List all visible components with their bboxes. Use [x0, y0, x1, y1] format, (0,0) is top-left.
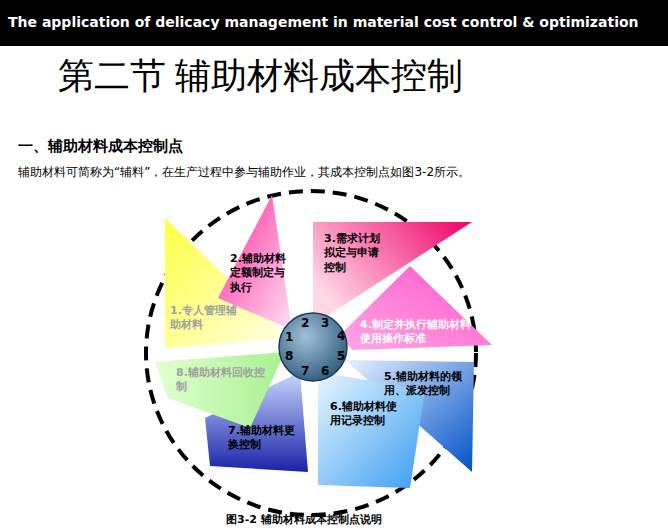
callout-number: 8 — [285, 349, 293, 363]
figure-caption: 图3-2 辅助材料成本控制点说明 — [226, 512, 382, 527]
petal-node: 8.辅助材料回收控制 — [174, 364, 274, 397]
page-title: 第二节 辅助材料成本控制 — [58, 52, 463, 101]
callout-number: 7 — [301, 364, 309, 378]
petal-node: 3.需求计划拟定与申请控制 — [322, 230, 388, 277]
petal-node: 7.辅助材料更换控制 — [226, 422, 306, 455]
callout-number: 1 — [285, 330, 293, 344]
petal-text: 3.需求计划拟定与申请控制 — [324, 232, 386, 275]
petal-text: 5.辅助材料的领用、派发控制 — [384, 370, 466, 399]
petal-node: 6.辅助材料使用记录控制 — [328, 398, 400, 431]
callout-number: 5 — [337, 349, 345, 363]
petal — [340, 266, 492, 350]
section-heading: 一、辅助材料成本控制点 — [18, 137, 183, 156]
callout-number: 3 — [321, 316, 329, 330]
header-text: The application of delicacy management i… — [8, 14, 639, 30]
petal-text: 2.辅助材料定额制定与执行 — [230, 252, 294, 295]
petal — [155, 352, 285, 428]
petal-text: 4.制定并执行辅助材料使用操作标准 — [360, 318, 476, 347]
callout-number: 4 — [337, 329, 345, 343]
dashed-ring — [146, 191, 476, 515]
petal-text: 8.辅助材料回收控制 — [176, 366, 272, 395]
petal-text: 1.专人管理辅助材料 — [170, 304, 246, 333]
petal-node: 4.制定并执行辅助材料使用操作标准 — [358, 316, 478, 349]
callout-number: 6 — [321, 364, 329, 378]
petal-text: 7.辅助材料更换控制 — [228, 424, 304, 453]
title-bar — [0, 0, 668, 46]
petal-node: 5.辅助材料的领用、派发控制 — [382, 368, 468, 401]
petal-node: 2.辅助材料定额制定与执行 — [228, 250, 296, 297]
body-text: 辅助材料可简称为“辅料”，在生产过程中参与辅助作业，其成本控制点如图3-2所示。 — [18, 164, 470, 181]
petal-node: 1.专人管理辅助材料 — [168, 302, 248, 335]
petal-text: 6.辅助材料使用记录控制 — [330, 400, 398, 429]
hub-circle — [279, 313, 347, 381]
callout-number: 2 — [301, 316, 309, 330]
